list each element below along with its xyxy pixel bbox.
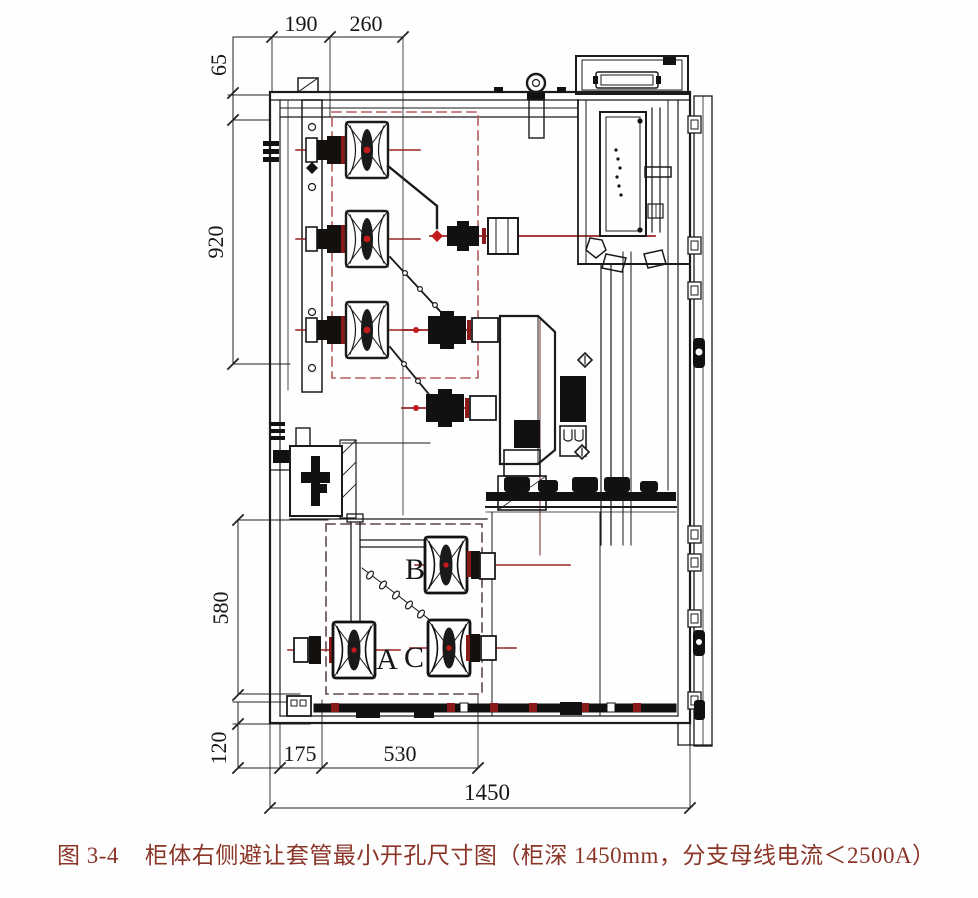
top-left-bracket (297, 77, 319, 93)
top-busbar-box (575, 55, 689, 95)
dim-190: 190 (285, 11, 318, 36)
dim-260: 260 (350, 11, 383, 36)
right-mechanism (577, 99, 691, 546)
dim-580: 580 (208, 592, 233, 625)
bottom-terminal-strip (286, 695, 677, 718)
cabinet-cad-drawing: 190 260 65 920 580 120 175 530 1450 (203, 11, 713, 815)
figure-number: 图 3-4 (57, 843, 119, 868)
cabinet-frame (268, 90, 713, 746)
bushing-connectors (386, 164, 452, 400)
dim-530: 530 (384, 741, 417, 766)
branch-bushing (429, 217, 656, 255)
position-indicator-diamonds (573, 351, 594, 461)
dim-175: 175 (284, 741, 317, 766)
figure-caption-text: 柜体右侧避让套管最小开孔尺寸图（柜深 1450mm，分支母线电流＜2500A） (144, 843, 936, 868)
phase-label-a: A (376, 643, 398, 676)
dim-920: 920 (203, 226, 228, 259)
conductor-and-chain (346, 513, 431, 623)
phase-letters: B A C (376, 553, 425, 676)
breaker-inlet-lower (401, 389, 497, 427)
breaker-rollers (504, 477, 658, 492)
dim-65: 65 (206, 54, 231, 76)
phase-label-c: C (404, 641, 424, 674)
phase-label-b: B (405, 553, 425, 586)
upper-bushings (294, 120, 422, 360)
lower-compartment (491, 511, 601, 717)
dim-1450: 1450 (464, 780, 510, 805)
lower-bushings (287, 535, 571, 680)
figure-caption: 图 3-4 柜体右侧避让套管最小开孔尺寸图（柜深 1450mm，分支母线电流＜25… (57, 836, 937, 870)
dim-120: 120 (206, 732, 231, 765)
breaker-inlet-upper (401, 311, 499, 349)
actuator-box (289, 427, 488, 520)
breaker-assembly (401, 311, 677, 556)
right-door-panel (687, 95, 713, 747)
hinge-hooks (693, 338, 705, 720)
lifting-ring (494, 72, 566, 139)
lower-opening-dashed-outline (325, 523, 483, 695)
dimension-labels: 190 260 65 920 580 120 175 530 1450 (203, 11, 510, 805)
